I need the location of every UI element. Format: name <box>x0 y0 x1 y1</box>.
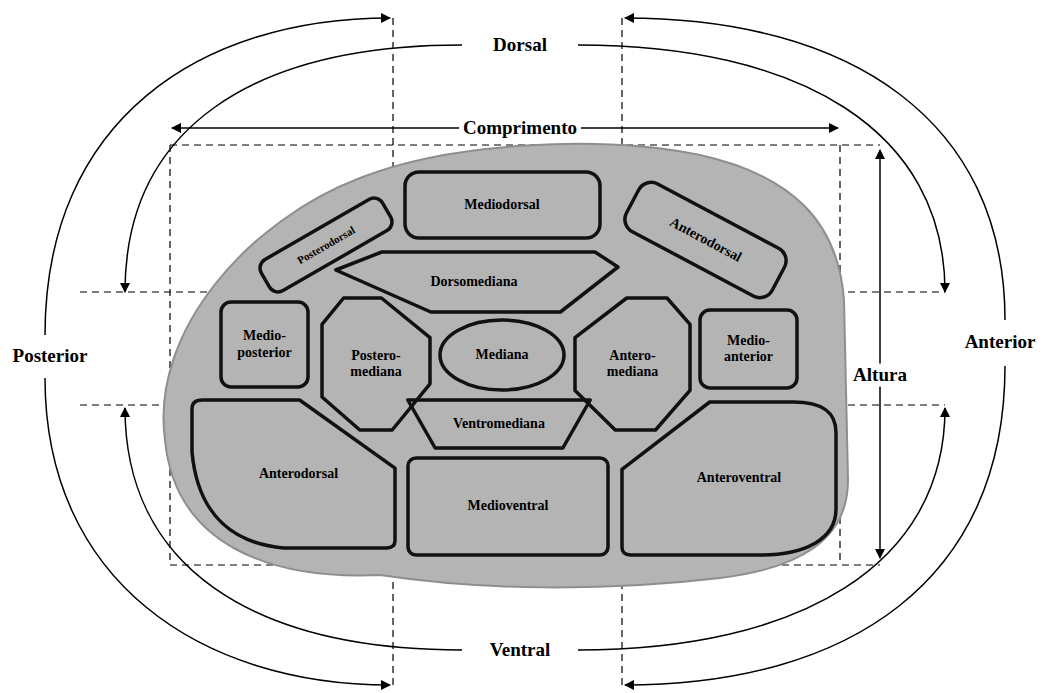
axis-label: Anterior <box>961 331 1040 354</box>
direction-arrow <box>578 45 945 292</box>
region-name: Medio- anterior <box>713 333 785 365</box>
region-border <box>221 302 308 387</box>
region-name: Medioventral <box>468 498 549 514</box>
axis-label: Ventral <box>486 639 555 662</box>
region-border <box>622 402 836 555</box>
region-border <box>256 194 395 295</box>
region-name: Medio- posterior <box>229 328 301 360</box>
region-box: Dorsomediana <box>330 252 618 312</box>
height-dimension-arrow <box>879 150 881 558</box>
dashed-guide <box>169 145 170 565</box>
region-name: Dorsomediana <box>430 274 517 290</box>
direction-arrows <box>45 18 1005 685</box>
otolith-outline <box>164 144 848 587</box>
region-name: Anteroventral <box>697 470 782 486</box>
region-name: Anterodorsal <box>259 466 338 482</box>
region-name: Postero- mediana <box>340 348 412 380</box>
direction-arrow <box>45 18 390 335</box>
region-box: Antero- mediana <box>575 298 690 430</box>
axis-label: Posterior <box>9 345 92 368</box>
axis-label: Altura <box>849 364 911 387</box>
region-border <box>575 298 690 430</box>
region-box: Medio- anterior <box>700 310 797 388</box>
region-border <box>440 320 564 390</box>
region-border <box>336 252 618 312</box>
region-border <box>405 172 600 238</box>
dashed-guides <box>80 18 945 685</box>
direction-arrow <box>125 408 462 650</box>
region-box: Mediodorsal <box>405 172 600 238</box>
region-box: Medioventral <box>408 458 608 555</box>
direction-arrow <box>578 408 945 650</box>
region-border <box>408 458 608 555</box>
axis-label: Comprimento <box>459 117 581 140</box>
region-box: Medio- posterior <box>221 302 308 387</box>
region-box: Anterodorsal <box>192 400 395 548</box>
region-box: Mediana <box>440 320 564 390</box>
direction-arrow <box>125 45 462 292</box>
axis-label: Dorsal <box>489 34 551 57</box>
region-name: Mediana <box>476 347 529 363</box>
region-name: Ventromediana <box>453 416 545 432</box>
region-border <box>619 177 790 302</box>
direction-arrow <box>625 18 1005 320</box>
region-border <box>700 310 797 388</box>
direction-arrow <box>625 366 1005 685</box>
region-border <box>408 400 590 448</box>
region-name: Antero- mediana <box>597 348 669 380</box>
region-border <box>192 400 395 548</box>
region-name: Mediodorsal <box>464 197 539 213</box>
region-box: Ventromediana <box>385 400 613 448</box>
region-box: Anteroventral <box>622 402 836 555</box>
